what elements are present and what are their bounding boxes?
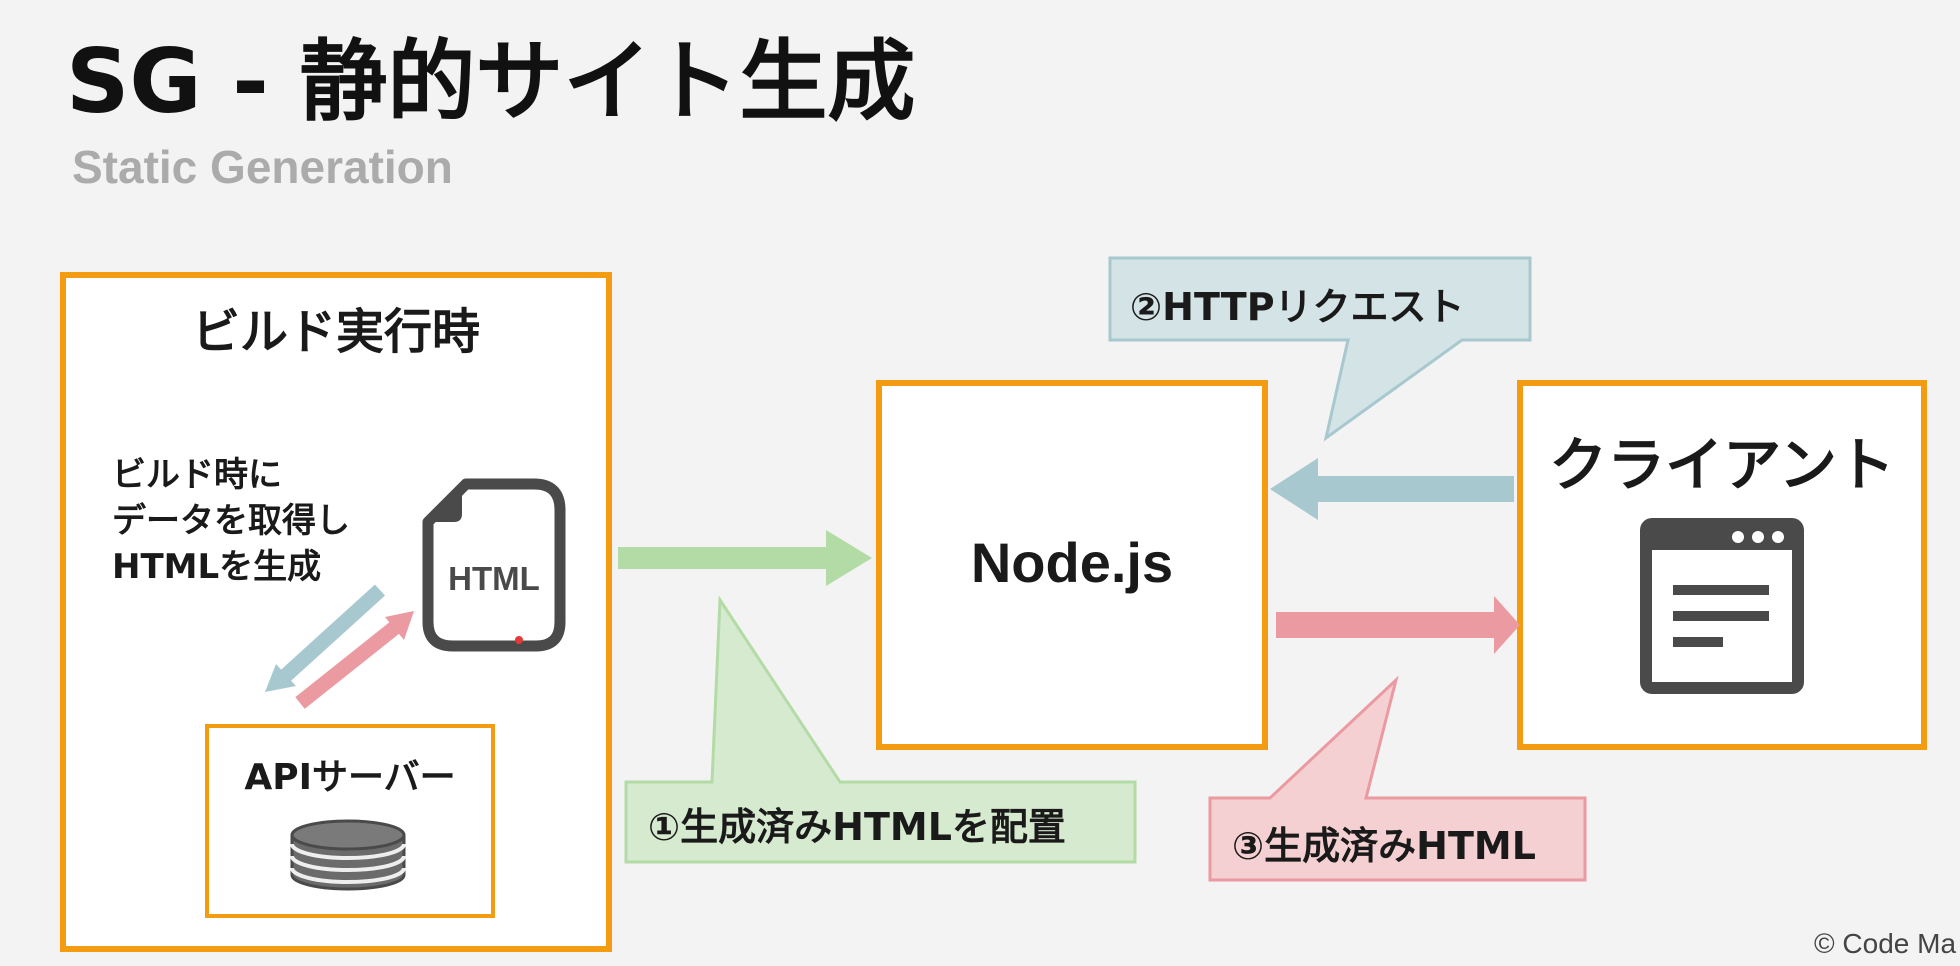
deploy-arrow	[618, 530, 872, 586]
html-file-icon: HTML	[422, 478, 566, 652]
generate-html-arrow	[295, 619, 403, 709]
request-arrow	[1270, 458, 1514, 520]
page-subtitle: Static Generation	[72, 141, 453, 193]
callout-deploy	[624, 595, 1137, 864]
copyright-text: © Code Ma	[1814, 928, 1957, 959]
step-1-label: ①生成済みHTMLを配置	[648, 805, 1066, 849]
nodejs-label: Node.js	[970, 531, 1174, 594]
html-file-label: HTML	[448, 560, 540, 597]
build-description-line: HTMLを生成	[112, 547, 322, 587]
callout-request	[1108, 256, 1532, 442]
client-label: クライアント	[1549, 431, 1895, 499]
step-3-label: ③生成済みHTML	[1232, 824, 1536, 868]
browser-window-icon	[1640, 518, 1804, 694]
build-time-title: ビルド実行時	[191, 304, 480, 360]
build-description-line: ビルド時に	[112, 455, 282, 495]
callout-response	[1208, 675, 1587, 882]
response-arrow	[1276, 596, 1520, 654]
api-server-label: APIサーバー	[244, 757, 456, 798]
page-title: SG - 静的サイト生成	[66, 30, 916, 133]
database-icon	[290, 819, 406, 891]
build-description-line: データを取得し	[112, 501, 350, 541]
step-2-label: ②HTTPリクエスト	[1130, 285, 1465, 329]
nodejs-box	[876, 380, 1268, 750]
fetch-data-arrow	[277, 584, 386, 684]
build-description: ビルド時に データを取得し HTMLを生成	[112, 452, 350, 590]
